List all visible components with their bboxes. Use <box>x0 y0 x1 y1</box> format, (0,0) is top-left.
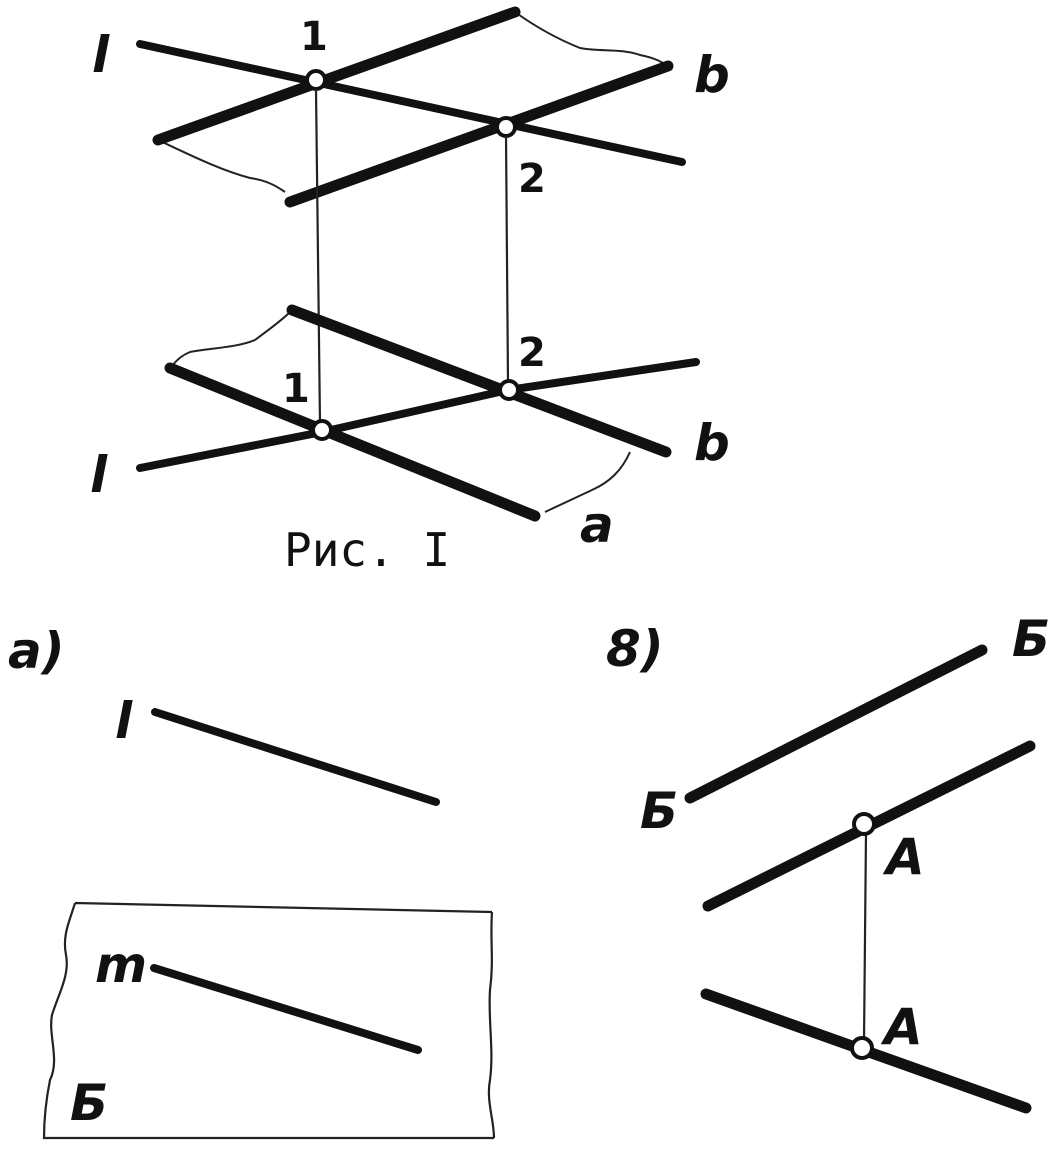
panel-a-line-label: l <box>115 692 133 750</box>
fig1-lower-label-a: a <box>580 496 614 554</box>
panel-a-plane-line-label: m <box>95 936 147 994</box>
panel-a-line-l <box>151 708 440 806</box>
fig1-lower-line-a <box>164 362 541 522</box>
panel-b-point-upper-label: A <box>882 828 925 886</box>
fig1-lower-label-b: b <box>694 414 730 472</box>
panel-a-plane-label: Б <box>70 1074 108 1132</box>
fig1-upper-line-l <box>136 40 686 166</box>
fig1-lower-label-2: 2 <box>518 330 546 376</box>
fig1-lower-point-1 <box>311 419 333 441</box>
panel-a-line-m <box>150 964 422 1054</box>
panel-b-upper-line-label-right: Б <box>1012 610 1050 668</box>
fig1-upper-line-a <box>152 6 521 146</box>
fig1-lower-label-l: l <box>90 446 108 504</box>
panel-b-group: 8) Б Б A A <box>606 610 1050 1114</box>
panel-b-label: 8) <box>606 620 664 678</box>
panel-a-plane-frame <box>42 901 496 1140</box>
fig1-lower-point-2 <box>498 379 520 401</box>
panel-b-projection-line <box>862 831 868 1043</box>
fig1-projection-line-2 <box>504 135 510 385</box>
panel-b-upper-line-label-left: Б <box>640 782 678 840</box>
panel-b-point-lower <box>850 1036 874 1060</box>
fig1-projection-line-1 <box>314 88 322 425</box>
panel-a-group: a) l m Б <box>8 622 496 1140</box>
fig1-lower-line-b <box>286 304 672 458</box>
fig1-lower-label-1: 1 <box>282 366 310 412</box>
fig1-upper-label-l: l <box>92 26 110 84</box>
fig1-lower-line-l <box>136 358 700 472</box>
fig1-upper-line-b <box>284 60 674 208</box>
fig1-upper-label-b: b <box>694 46 730 104</box>
fig1-upper-group: l 1 b 2 <box>92 6 730 208</box>
panel-b-point-lower-label: A <box>880 998 923 1056</box>
fig1-lower-group: 1 2 l b a <box>90 304 730 554</box>
panel-b-upper-line <box>684 644 988 804</box>
fig1-upper-point-2 <box>495 116 517 138</box>
fig1-upper-plane-outline <box>157 11 669 193</box>
fig1-upper-point-1 <box>305 69 327 91</box>
fig1-lower-plane-outline <box>171 311 631 513</box>
panel-a-label: a) <box>8 622 65 680</box>
fig1-upper-label-1: 1 <box>300 14 328 60</box>
fig1-caption: Рис. I <box>284 523 450 577</box>
panel-b-point-upper <box>852 812 876 836</box>
fig1-upper-label-2: 2 <box>518 156 546 202</box>
